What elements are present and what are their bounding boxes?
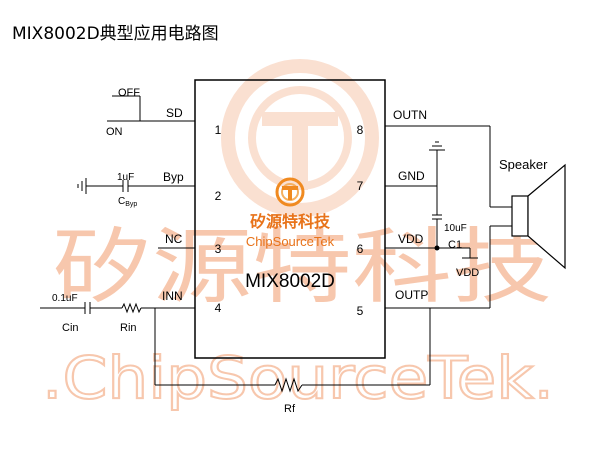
outn-wire	[385, 125, 512, 208]
rin-name-label: Rin	[120, 322, 137, 334]
input-network	[40, 302, 431, 393]
pin-7-number: 7	[357, 179, 364, 193]
outp-wire	[385, 225, 512, 309]
pin-4-number: 4	[215, 301, 222, 315]
ground-icon	[77, 178, 87, 194]
pin-byp-label: Byp	[163, 170, 184, 184]
pin-sd-label: SD	[166, 106, 183, 120]
page-title: MIX8002D典型应用电路图	[12, 24, 219, 44]
c1-value-label: 10uF	[444, 223, 467, 234]
pin-inn-label: INN	[162, 289, 183, 303]
pin-3-number: 3	[215, 242, 222, 256]
logo-chinese-text: 矽源特科技	[250, 212, 331, 231]
cbyp-value-label: 1uF	[117, 172, 134, 183]
rf-name-label: Rf	[284, 403, 296, 415]
pin-8-number: 8	[357, 123, 364, 137]
cin-name-label: Cin	[62, 322, 79, 334]
cin-value-label: 0.1uF	[52, 293, 78, 304]
pin-gnd-label: GND	[398, 169, 425, 183]
supply-network	[385, 150, 471, 258]
speaker-label: Speaker	[499, 157, 548, 172]
vdd-junction	[434, 245, 440, 251]
chip-body	[194, 79, 386, 359]
watermark-chinese-text: 矽源特科技	[52, 220, 552, 315]
company-logo: 矽源特科技 ChipSourceTek	[246, 177, 335, 249]
pin-5-number: 5	[357, 304, 364, 318]
c1-name-label: C1	[448, 239, 462, 251]
pin-2-number: 2	[215, 189, 222, 203]
switch-off-label: OFF	[118, 87, 140, 99]
watermark-logo-icon	[221, 59, 379, 217]
logo-english-text: ChipSourceTek	[246, 234, 335, 249]
speaker-icon	[511, 163, 566, 270]
bypass-capacitor	[86, 180, 195, 192]
vdd-supply-label: VDD	[456, 267, 479, 279]
switch-on-label: ON	[106, 126, 123, 138]
shutdown-switch	[107, 95, 195, 122]
pin-outp-label: OUTP	[395, 288, 428, 302]
chip-name: MIX8002D	[245, 271, 335, 292]
pin-1-number: 1	[215, 123, 222, 137]
watermark-english-text: .ChipSourceTek.	[42, 344, 554, 412]
ground-icon	[429, 141, 445, 151]
watermark: 矽源特科技 .ChipSourceTek.	[41, 59, 555, 413]
cbyp-name-label: CByp	[118, 196, 137, 208]
chip-source-logo-icon	[275, 177, 305, 207]
pin-nc-label: NC	[165, 232, 183, 246]
pin-outn-label: OUTN	[393, 108, 427, 122]
pin-6-number: 6	[357, 242, 364, 256]
pin-vdd-label: VDD	[398, 232, 424, 246]
